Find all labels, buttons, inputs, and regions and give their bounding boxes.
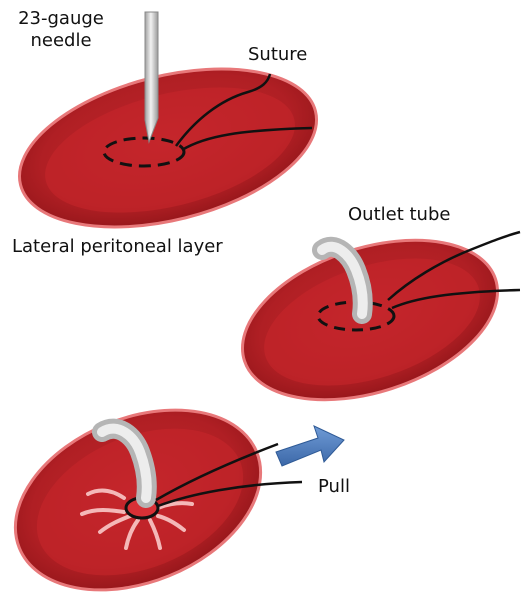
lateral-peritoneal-label: Lateral peritoneal layer — [12, 236, 223, 258]
needle-label-line2: needle — [6, 30, 116, 52]
outlet-tube-label: Outlet tube — [348, 204, 450, 226]
pull-arrow — [276, 426, 344, 466]
pull-label: Pull — [318, 476, 350, 498]
needle-label: 23-gauge needle — [6, 8, 116, 52]
needle-label-line1: 23-gauge — [6, 8, 116, 30]
suture-label: Suture — [248, 44, 307, 66]
needle — [145, 12, 158, 142]
panel-pull — [0, 376, 344, 597]
panel-tube-placement — [222, 211, 520, 430]
